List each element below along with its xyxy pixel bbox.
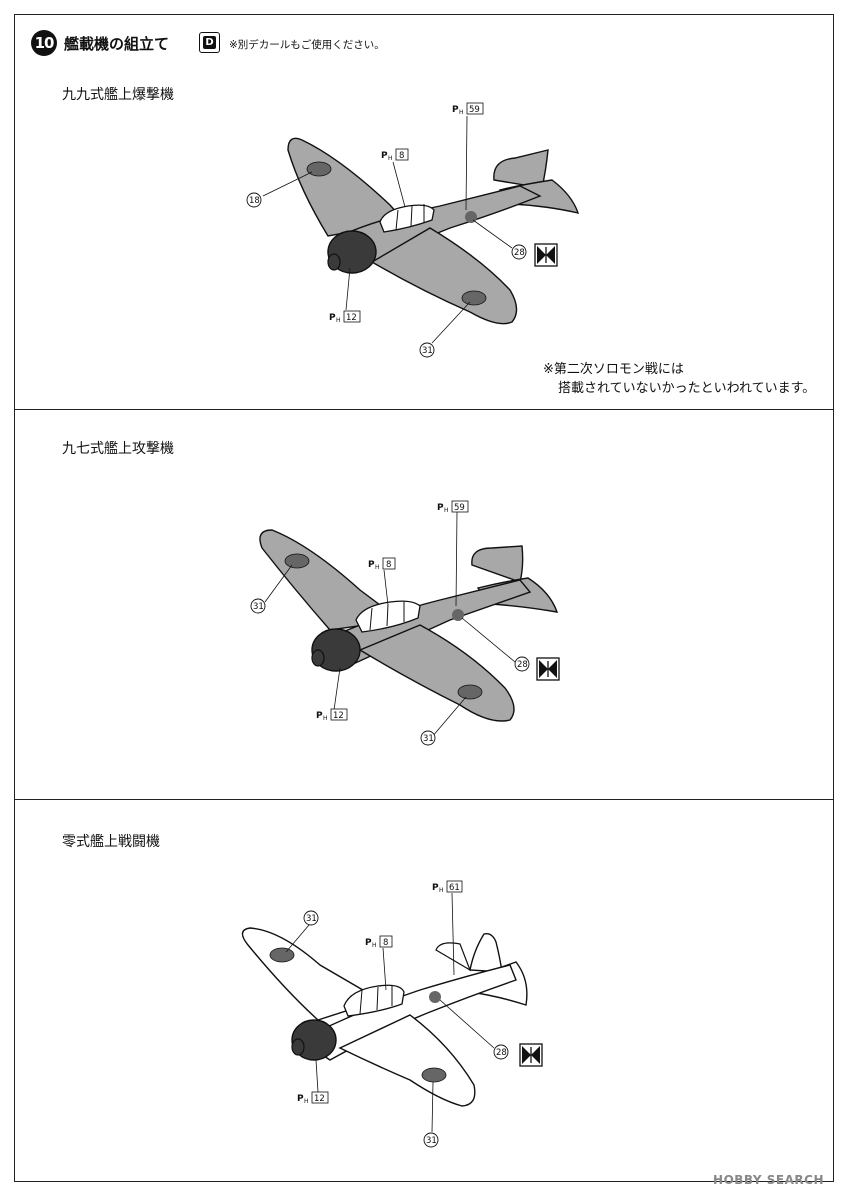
section-title-type99: 九九式艦上爆撃機: [62, 87, 174, 103]
svg-text:28: 28: [496, 1048, 507, 1058]
svg-text:P: P: [297, 1094, 304, 1104]
svg-text:12: 12: [314, 1094, 325, 1104]
svg-text:H: H: [375, 564, 380, 571]
svg-text:P: P: [368, 560, 375, 570]
svg-text:8: 8: [386, 560, 391, 570]
svg-text:28: 28: [514, 248, 525, 258]
hinomaru-decal-icon: [519, 1043, 543, 1067]
decal-letter: D: [203, 36, 216, 49]
svg-text:8: 8: [383, 938, 388, 948]
aircraft-type99: [262, 115, 580, 344]
svg-text:H: H: [388, 155, 393, 162]
decal-number-label: 31: [420, 730, 436, 746]
decal-sheet-icon: D: [199, 32, 220, 53]
svg-text:31: 31: [423, 734, 434, 744]
decal-number-label: 31: [419, 342, 435, 358]
svg-text:59: 59: [454, 503, 465, 513]
decal-number-label: 31: [250, 598, 266, 614]
svg-text:P: P: [381, 151, 388, 161]
decal-note: ※別デカールもご使用ください。: [229, 39, 385, 51]
aircraft-type97: [259, 511, 560, 738]
svg-text:H: H: [459, 109, 464, 116]
svg-text:H: H: [439, 887, 444, 894]
section-divider: [14, 409, 834, 410]
svg-text:31: 31: [306, 914, 317, 924]
svg-text:H: H: [323, 715, 328, 722]
section-divider: [14, 799, 834, 800]
svg-text:P: P: [316, 711, 323, 721]
decal-number-label: 28: [493, 1044, 509, 1060]
svg-text:28: 28: [517, 660, 528, 670]
svg-text:P: P: [365, 938, 372, 948]
svg-text:H: H: [304, 1098, 309, 1105]
svg-text:H: H: [336, 317, 341, 324]
decal-number-label: 18: [246, 192, 262, 208]
svg-text:H: H: [372, 942, 377, 949]
svg-text:31: 31: [426, 1136, 437, 1146]
svg-text:H: H: [444, 507, 449, 514]
section-title-type97: 九七式艦上攻撃機: [62, 441, 174, 457]
page-frame: [14, 14, 834, 1182]
decal-number-label: 28: [511, 244, 527, 260]
svg-text:61: 61: [449, 883, 460, 893]
svg-text:P: P: [329, 313, 336, 323]
decal-number-label: 28: [514, 656, 530, 672]
section-title-zero: 零式艦上戦闘機: [62, 834, 160, 850]
note-line-2: 搭載されていないかったといわれています。: [558, 381, 816, 396]
svg-text:P: P: [452, 105, 459, 115]
note-line-1: ※第二次ソロモン戦には: [543, 362, 684, 377]
svg-text:31: 31: [422, 346, 433, 356]
svg-text:12: 12: [346, 313, 357, 323]
svg-text:59: 59: [469, 105, 480, 115]
svg-text:12: 12: [333, 711, 344, 721]
svg-text:P: P: [432, 883, 439, 893]
svg-text:8: 8: [399, 151, 404, 161]
aircraft-zero: [241, 892, 543, 1133]
svg-text:P: P: [437, 503, 444, 513]
watermark: HOBBY SEARCH: [713, 1173, 824, 1187]
decal-number-label: 31: [303, 910, 319, 926]
decal-number-label: 31: [423, 1132, 439, 1148]
step-number-badge: 10: [31, 30, 57, 56]
hinomaru-decal-icon: [534, 243, 558, 267]
svg-text:18: 18: [249, 196, 260, 206]
step-title: 艦載機の組立て: [64, 35, 170, 53]
svg-text:31: 31: [253, 602, 264, 612]
hinomaru-decal-icon: [536, 657, 560, 681]
